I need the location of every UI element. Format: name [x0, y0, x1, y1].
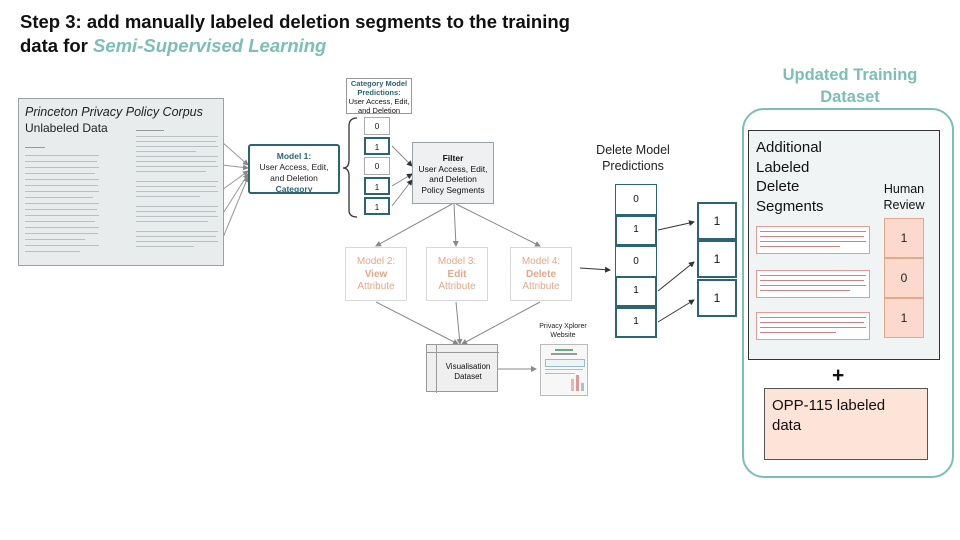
delete-prediction-cell: 1 — [615, 307, 657, 338]
dmlabel-line2: Predictions — [602, 159, 664, 173]
human-review-cell: 1 — [884, 218, 924, 258]
category-cell: 0 — [364, 157, 390, 175]
selected-prediction-cell: 1 — [697, 240, 737, 278]
labeled-segment — [756, 226, 870, 254]
category-cell: 1 — [364, 177, 390, 195]
pred-selected-arrows — [657, 220, 695, 323]
prediction-brace — [342, 117, 358, 218]
delete-prediction-cell: 1 — [615, 276, 657, 307]
category-cell: 1 — [364, 197, 390, 215]
attr-visual-arrows — [375, 301, 541, 345]
filter-line2: and Deletion — [429, 174, 477, 184]
dmlabel-line1: Delete Model — [596, 143, 670, 157]
model1-box: Model 1: User Access, Edit, and Deletion… — [248, 144, 340, 194]
corpus-subtitle: Unlabeled Data — [25, 121, 108, 135]
additional-segments-label: Additional Labeled Delete Segments — [756, 139, 824, 215]
privacy-xplorer-label: Privacy Xplorer Website — [536, 322, 590, 340]
delete-prediction-cell: 1 — [615, 215, 657, 246]
model2-attr: View — [364, 268, 388, 280]
hr-line1: Human — [883, 182, 925, 196]
updated-title-line1: Updated Training — [782, 66, 918, 84]
filter-line3: Policy Segments — [421, 184, 485, 195]
delete-predictions-label: Delete Model Predictions — [588, 142, 678, 174]
model2-suffix: Attribute — [357, 281, 395, 292]
hr-line2: Review — [883, 198, 925, 212]
doc-snippet — [136, 203, 220, 231]
privacy-xplorer-thumbnail — [540, 344, 588, 396]
title-accent: Semi-Supervised Learning — [92, 35, 327, 56]
filter-attr-arrows — [375, 203, 541, 247]
model3-attr: Edit — [447, 268, 467, 280]
filter-title: Filter — [442, 153, 464, 163]
filter-line1: User Access, Edit, — [418, 163, 488, 174]
delete-prediction-cell: 0 — [615, 246, 657, 277]
cells-filter-arrows — [391, 145, 413, 207]
updated-title-line2: Dataset — [820, 88, 880, 106]
model1-category: Category — [275, 184, 313, 194]
doc-snippet — [136, 153, 220, 181]
category-cell: 0 — [364, 117, 390, 135]
model1-line3: and Deletion — [270, 173, 318, 183]
model1-line2: User Access, Edit, — [259, 162, 329, 172]
model3-suffix: Attribute — [438, 281, 476, 292]
human-review-cell: 1 — [884, 298, 924, 338]
filter-box: Filter User Access, Edit, and Deletion P… — [412, 142, 494, 204]
human-review-label: Human Review — [872, 181, 936, 213]
model1-name: Model 1: — [276, 151, 312, 161]
pxlabel-line2: Website — [550, 332, 576, 339]
catpred-body: User Access, Edit, — [348, 97, 410, 106]
doc-snippet — [136, 228, 220, 256]
title-main: Step 3: add manually labeled deletion se… — [20, 11, 570, 56]
opp115-box — [764, 388, 928, 460]
doc-model1-arrows — [221, 141, 249, 241]
labeled-segment — [756, 312, 870, 340]
model4-attr: Delete — [525, 268, 556, 280]
labeled-segment — [756, 270, 870, 298]
category-predictions-label: Category Model Predictions: User Access,… — [346, 78, 412, 115]
category-cell: 1 — [364, 137, 390, 155]
pxlabel-line1: Privacy Xplorer — [539, 323, 587, 330]
plus-sign: + — [832, 364, 845, 387]
selected-prediction-cell: 1 — [697, 279, 737, 317]
catpred-body2: and Deletion — [357, 106, 401, 115]
catpred-heading2: Predictions: — [357, 88, 401, 97]
updated-dataset-container — [742, 108, 954, 478]
page-title: Step 3: add manually labeled deletion se… — [20, 10, 580, 58]
corpus-title: Princeton Privacy Policy Corpus — [25, 105, 203, 119]
model3-name: Model 3: — [437, 256, 477, 267]
model4-box: Model 4: Delete Attribute — [510, 247, 572, 301]
doc-snippet — [136, 128, 220, 156]
catpred-heading: Category Model — [350, 79, 408, 88]
opp115-label: OPP-115 labeled data — [772, 397, 886, 434]
selected-prediction-cell: 1 — [697, 202, 737, 240]
model4-suffix: Attribute — [522, 281, 560, 292]
human-review-cell: 0 — [884, 258, 924, 298]
model3-box: Model 3: Edit Attribute — [426, 247, 488, 301]
model2-box: Model 2: View Attribute — [345, 247, 407, 301]
delete-prediction-cell: 0 — [615, 184, 657, 215]
model2-name: Model 2: — [356, 256, 396, 267]
updated-dataset-title: Updated Training Dataset — [756, 64, 944, 108]
model4-name: Model 4: — [521, 256, 561, 267]
doc-snippet — [136, 178, 220, 206]
